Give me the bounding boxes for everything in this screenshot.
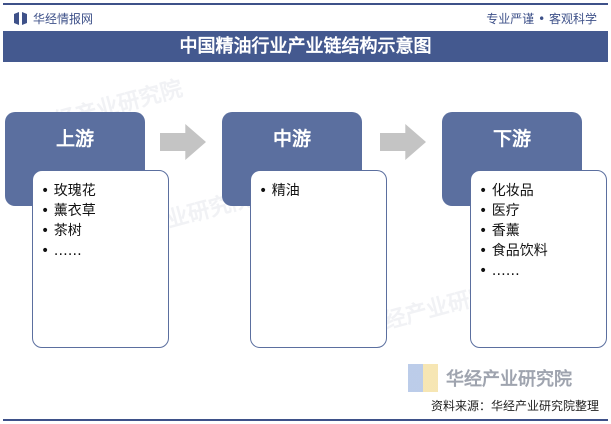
stage-downstream-list: • 化妆品 • 医疗 • 香薰 • 食品饮料 • …… [470,170,607,348]
footer-logo-text: 华经产业研究院 [446,369,572,390]
list-item: • 香薰 [479,223,520,239]
brand-logo-icon [14,12,27,25]
footer-logo-icon [408,364,438,392]
footer-logo: 华经产业研究院 [408,364,572,392]
arrow-right-icon [380,124,426,160]
top-divider [3,3,608,5]
brand-name: 华经情报网 [33,12,94,26]
stage-upstream-list: • 玫瑰花 • 薰衣草 • 茶树 • …… [32,170,169,348]
list-item: • 精油 [259,183,300,199]
page-title: 中国精油行业产业链结构示意图 [3,31,608,62]
stage-midstream-list: • 精油 [250,170,387,348]
list-item: • …… [479,263,520,279]
list-item: • 医疗 [479,203,520,219]
list-item: • 化妆品 [479,183,534,199]
list-item: • …… [41,243,82,259]
list-item: • 茶树 [41,223,82,239]
arrow-right-icon [160,124,206,160]
list-item: • 薰衣草 [41,203,96,219]
list-item: • 玫瑰花 [41,183,96,199]
list-item: • 食品饮料 [479,243,548,259]
source-note: 资料来源：华经产业研究院整理 [430,399,599,413]
brand: 华经情报网 [14,10,93,27]
slogan: 专业严谨 • 客观科学 [486,12,597,26]
bottom-divider [3,419,608,421]
